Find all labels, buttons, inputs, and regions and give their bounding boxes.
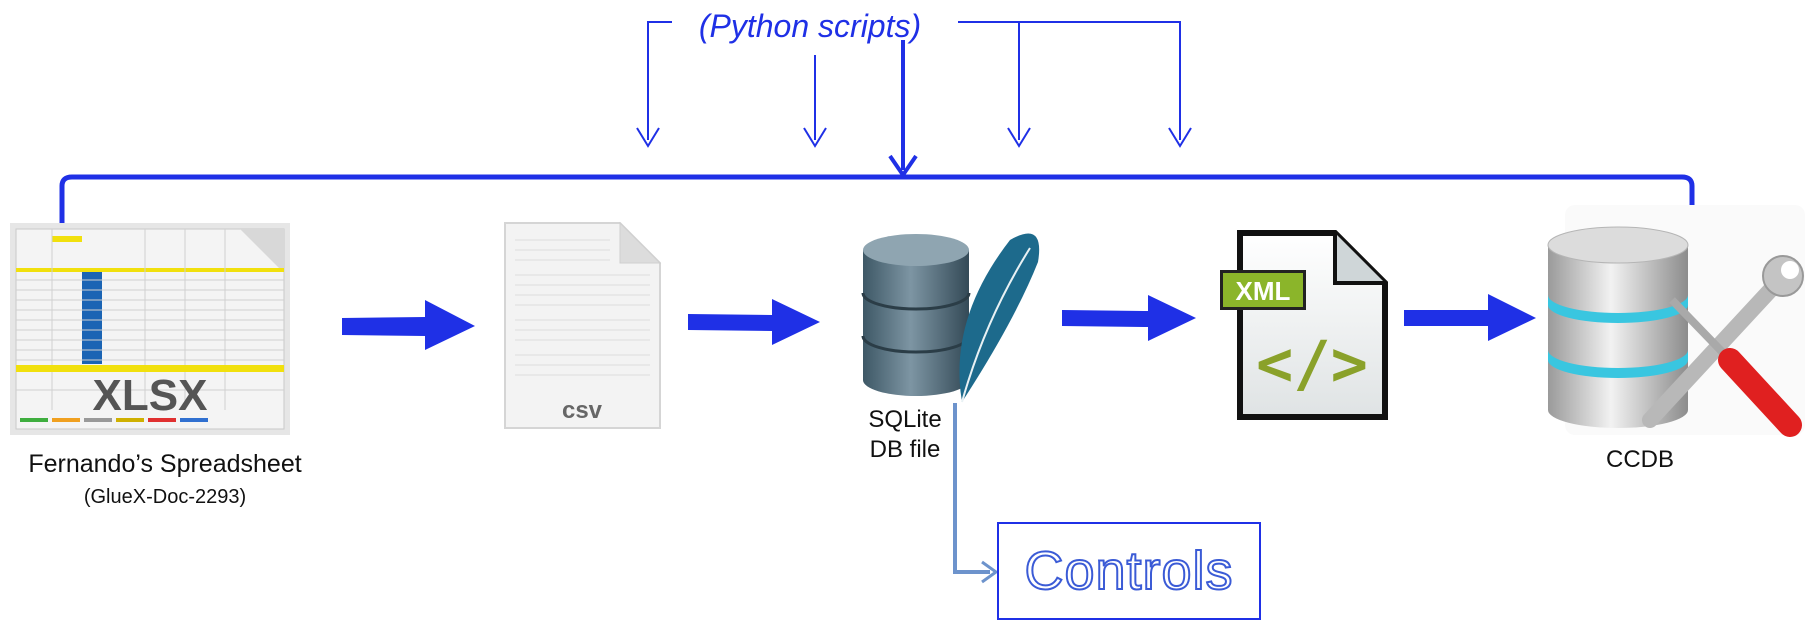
script-arrow-bracket-right (958, 21, 1181, 140)
sqlite-db-icon (861, 233, 1040, 403)
wrench-icon (1642, 255, 1804, 428)
controls-box (997, 522, 1261, 620)
sqlite-caption-line2: DB file (869, 436, 941, 463)
flow-arrow-3 (1062, 295, 1196, 341)
xml-badge: XML (1236, 276, 1291, 306)
top-connector-bar (59, 174, 1695, 238)
csv-badge: csv (562, 397, 603, 424)
script-arrow-head-2 (803, 127, 827, 148)
script-arrow-head-1 (636, 127, 660, 148)
controls-connector (953, 403, 999, 584)
controls-label: Controls (1023, 540, 1234, 602)
sqlite-caption: SQLite DB file (840, 405, 970, 465)
sqlite-caption-line1: SQLite (868, 406, 942, 433)
script-arrow-head-3 (1007, 127, 1031, 148)
csv-file-icon: csv (504, 221, 662, 429)
script-arrow-head-4 (1168, 127, 1192, 148)
screwdriver-icon (1669, 297, 1802, 437)
flow-arrow-1 (342, 300, 475, 350)
xlsx-file-icon: XLSX (10, 223, 290, 435)
flow-arrow-4 (1404, 294, 1536, 341)
xlsx-badge: XLSX (93, 371, 208, 420)
script-arrow-1 (647, 21, 672, 140)
spreadsheet-caption: Fernando’s Spreadsheet (28, 450, 302, 478)
xml-file-icon: XML </> (1220, 230, 1388, 420)
ccdb-caption: CCDB (1605, 446, 1674, 473)
flow-arrows (342, 294, 1536, 350)
feather-icon (959, 233, 1040, 402)
code-symbol: </> (1256, 327, 1368, 400)
ccdb-icon (1547, 205, 1805, 437)
spreadsheet-doc-id: (GlueX-Doc-2293) (83, 486, 247, 508)
flow-arrow-2 (688, 299, 820, 345)
python-scripts-label: (Python scripts) (698, 8, 922, 44)
